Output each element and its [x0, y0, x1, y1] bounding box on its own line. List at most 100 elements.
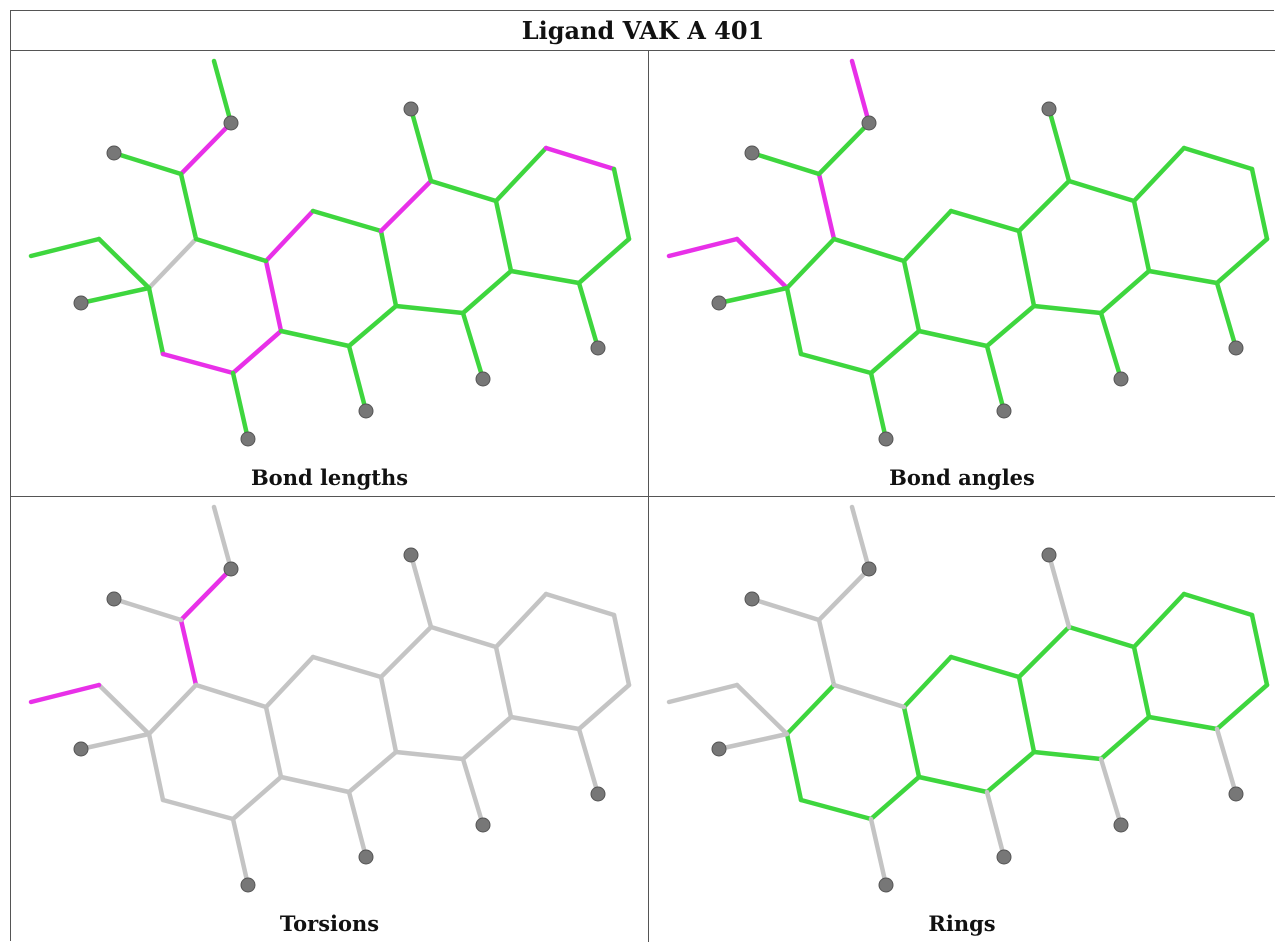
bond-b28 — [868, 816, 889, 888]
bond-b20 — [1031, 303, 1104, 316]
bond-b10 — [263, 258, 284, 334]
bond-b24 — [576, 236, 632, 286]
bond-b13 — [1016, 674, 1037, 755]
bond-b26 — [111, 150, 184, 177]
atom-s2 — [996, 849, 1012, 865]
atom-o1 — [223, 561, 239, 577]
bond-b11 — [263, 208, 316, 264]
bond-b4 — [784, 236, 837, 291]
bond-b3 — [816, 171, 837, 242]
bond-b9 — [230, 774, 284, 822]
atom-s1 — [240, 431, 256, 447]
bond-b14 — [984, 303, 1037, 349]
bond-b11 — [263, 654, 316, 710]
bond-b13 — [378, 228, 399, 309]
molecule-group — [666, 58, 1270, 447]
bond-b19 — [460, 714, 514, 762]
bond-b24 — [1214, 236, 1270, 286]
bond-b23 — [611, 166, 632, 242]
bond-b7 — [784, 285, 804, 357]
bond-b10 — [263, 704, 284, 780]
bond-b25 — [508, 268, 582, 286]
panel-torsions: Torsions — [11, 497, 648, 942]
atom-o2 — [106, 591, 122, 607]
bond-b1 — [178, 120, 234, 177]
bond-b17 — [428, 178, 499, 204]
bond-b2 — [211, 58, 234, 126]
bond-b32 — [408, 106, 434, 184]
bond-b2 — [211, 504, 234, 572]
bond-b4 — [146, 682, 199, 737]
panel-bond-lengths: Bond lengths — [11, 51, 648, 496]
atom-o2 — [744, 145, 760, 161]
bond-b20 — [393, 749, 466, 762]
bond-b29 — [984, 789, 1007, 860]
bond-b19 — [1098, 714, 1152, 762]
atom-s2 — [996, 403, 1012, 419]
bond-b13 — [1016, 228, 1037, 309]
atom-s5 — [403, 101, 419, 117]
ligand-table: Ligand VAK A 401 Bond lengths Bond angle… — [10, 10, 1275, 942]
bond-b21 — [1131, 591, 1187, 650]
bond-b7 — [146, 731, 166, 803]
bond-b8 — [798, 797, 874, 822]
bond-b7 — [784, 731, 804, 803]
bond-b21 — [493, 145, 549, 204]
bond-b1 — [178, 566, 234, 623]
panel-caption: Rings — [928, 911, 996, 936]
bond-b4 — [784, 682, 837, 737]
bond-b31 — [1214, 280, 1239, 351]
row-divider — [11, 496, 1275, 497]
bond-b2 — [849, 504, 872, 572]
atom-s4 — [1228, 786, 1244, 802]
panel-caption: Bond angles — [889, 465, 1035, 490]
bond-b15 — [278, 774, 352, 795]
bond-b25 — [1146, 714, 1220, 732]
bond-b20 — [1031, 749, 1104, 762]
bond-b15 — [916, 328, 990, 349]
bond-b31 — [576, 726, 601, 797]
bond-b26 — [111, 596, 184, 623]
bond-b22 — [1181, 591, 1255, 618]
bond-b28 — [230, 816, 251, 888]
atom-s3 — [475, 817, 491, 833]
bond-b5 — [734, 682, 790, 737]
molecule-group — [666, 504, 1270, 893]
bond-b9 — [230, 328, 284, 376]
bond-b20 — [393, 303, 466, 316]
atom-me — [73, 295, 89, 311]
bond-b16 — [1016, 178, 1072, 234]
bond-b11 — [901, 208, 954, 264]
bond-b12 — [310, 654, 384, 680]
atom-s4 — [590, 786, 606, 802]
bond-b27 — [78, 285, 152, 306]
bond-b32 — [408, 552, 434, 630]
bond-b5 — [96, 236, 152, 291]
bond-b30 — [1098, 756, 1124, 828]
bond-b16 — [378, 624, 434, 680]
bond-b29 — [346, 343, 369, 414]
atom-me — [711, 295, 727, 311]
bond-b27 — [716, 731, 790, 752]
atom-o1 — [861, 561, 877, 577]
bond-b9 — [868, 328, 922, 376]
bond-b14 — [984, 749, 1037, 795]
bond-b32 — [1046, 552, 1072, 630]
bond-b24 — [1214, 682, 1270, 732]
bond-b30 — [460, 756, 486, 828]
bond-b8 — [160, 351, 236, 376]
bond-b2 — [849, 58, 872, 126]
bond-b6 — [28, 682, 102, 705]
bond-b33 — [831, 682, 907, 710]
bond-b3 — [816, 617, 837, 688]
bond-b22 — [543, 591, 617, 618]
bond-b12 — [948, 208, 1022, 234]
atom-o1 — [861, 115, 877, 131]
bond-b4 — [146, 236, 199, 291]
bond-b22 — [543, 145, 617, 172]
bond-b21 — [1131, 145, 1187, 204]
atom-s1 — [240, 877, 256, 893]
bond-b19 — [1098, 268, 1152, 316]
bond-b18 — [493, 644, 514, 720]
bond-b31 — [1214, 726, 1239, 797]
